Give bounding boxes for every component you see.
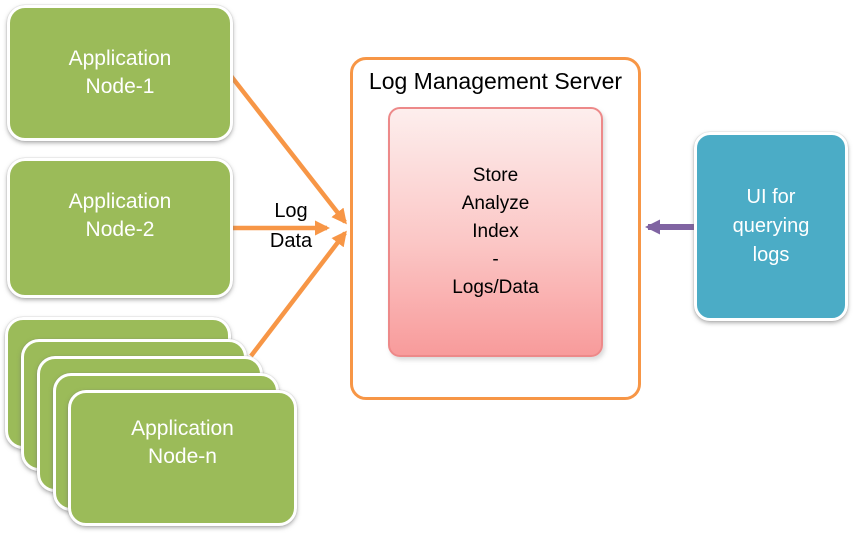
logs-data-line: Logs/Data [452,277,539,298]
node-application-1-label-line1: Application [68,47,172,70]
node-application-2-label-line2: Node-2 [85,218,155,241]
node-application-n: Application Node-n [68,390,297,526]
ui-client-label-line1: UI for [746,186,796,208]
log-data-label-line2: Data [269,230,313,252]
index-line: Index [472,221,519,242]
store-line: Store [472,165,519,186]
ui-client-label-line2: querying [732,215,810,237]
log-management-server-title: Log Management Server [368,68,623,94]
node-application-n-label-line2: Node-n [148,445,217,468]
node-application-n-label-line1: Application [131,417,234,440]
log-data-label: Log Data [258,196,324,256]
dash-line: - [492,249,499,270]
arrow-noden-to-server [249,230,347,358]
ui-for-querying-logs-box: UI for querying logs [694,132,848,321]
node-application-2-label-line1: Application [68,190,172,213]
node-application-2: Application Node-2 [7,158,233,298]
store-analyze-index-box: Store Analyze Index - Logs/Data [388,107,603,357]
arrow-node1-to-server [229,74,347,225]
node-application-1: Application Node-1 [7,5,233,141]
ui-client-label-line3: logs [752,244,790,266]
log-management-server-box: Log Management Server Store Analyze Inde… [350,57,641,400]
node-application-1-label-line2: Node-1 [85,75,155,98]
analyze-line: Analyze [461,193,530,214]
log-data-label-line1: Log [274,200,308,222]
